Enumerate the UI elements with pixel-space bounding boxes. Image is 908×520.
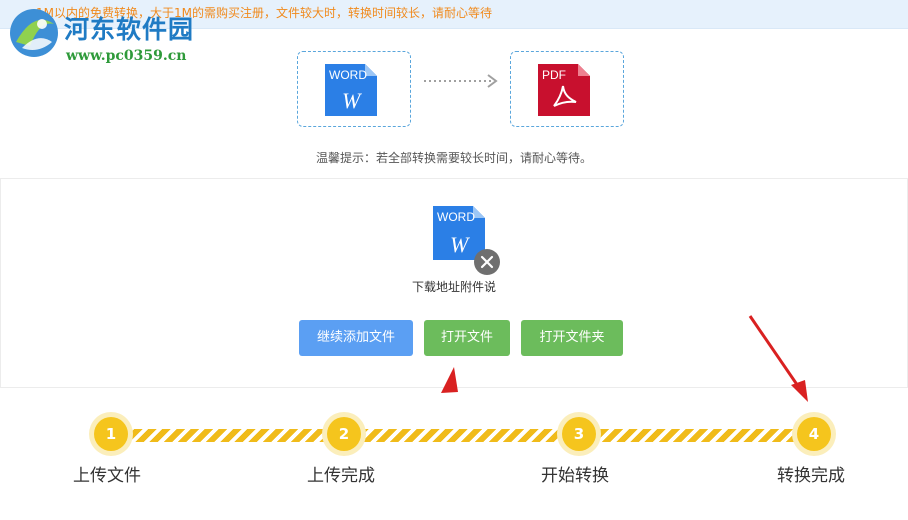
open-file-button[interactable]: 打开文件: [424, 320, 510, 356]
notice-text: 1M以内的免费转换，大于1M的需购买注册，文件较大时，转换时间较长，请耐心等待: [36, 6, 492, 20]
word-format-label: WORD: [329, 68, 367, 82]
add-files-button[interactable]: 继续添加文件: [299, 320, 413, 356]
watermark-title: 河东软件园: [64, 15, 195, 44]
file-glyph: W: [450, 232, 470, 257]
word-glyph: W: [342, 88, 362, 113]
step-3-label: 开始转换: [541, 466, 609, 486]
pdf-doc-icon: PDF: [538, 64, 590, 116]
file-format-label: WORD: [437, 210, 475, 224]
remove-file-button[interactable]: [474, 249, 500, 275]
source-format-box: WORD W: [297, 51, 411, 127]
step-2-marker: 2: [327, 417, 361, 451]
target-format-box: PDF: [510, 51, 624, 127]
word-doc-icon: WORD W: [325, 64, 377, 116]
step-2-label: 上传完成: [307, 466, 375, 486]
site-logo-icon: [10, 9, 58, 57]
dotted-arrow-icon: [424, 74, 498, 88]
step-1-marker: 1: [94, 417, 128, 451]
progress-track: [120, 429, 810, 442]
close-icon: [480, 255, 494, 269]
notice-bar: 1M以内的免费转换，大于1M的需购买注册，文件较大时，转换时间较长，请耐心等待: [0, 0, 908, 29]
watermark-url: www.pc0359.cn: [66, 48, 187, 64]
word-doc-icon: WORD W: [433, 206, 485, 260]
step-1-label: 上传文件: [73, 466, 141, 486]
step-4-marker: 4: [797, 417, 831, 451]
open-folder-button[interactable]: 打开文件夹: [521, 320, 623, 356]
pdf-format-label: PDF: [542, 68, 566, 82]
file-name: 下载地址附件说: [411, 280, 496, 294]
step-4-label: 转换完成: [777, 466, 845, 486]
step-3-marker: 3: [562, 417, 596, 451]
conversion-tip: 温馨提示：若全部转换需要较长时间，请耐心等待。: [315, 151, 592, 165]
